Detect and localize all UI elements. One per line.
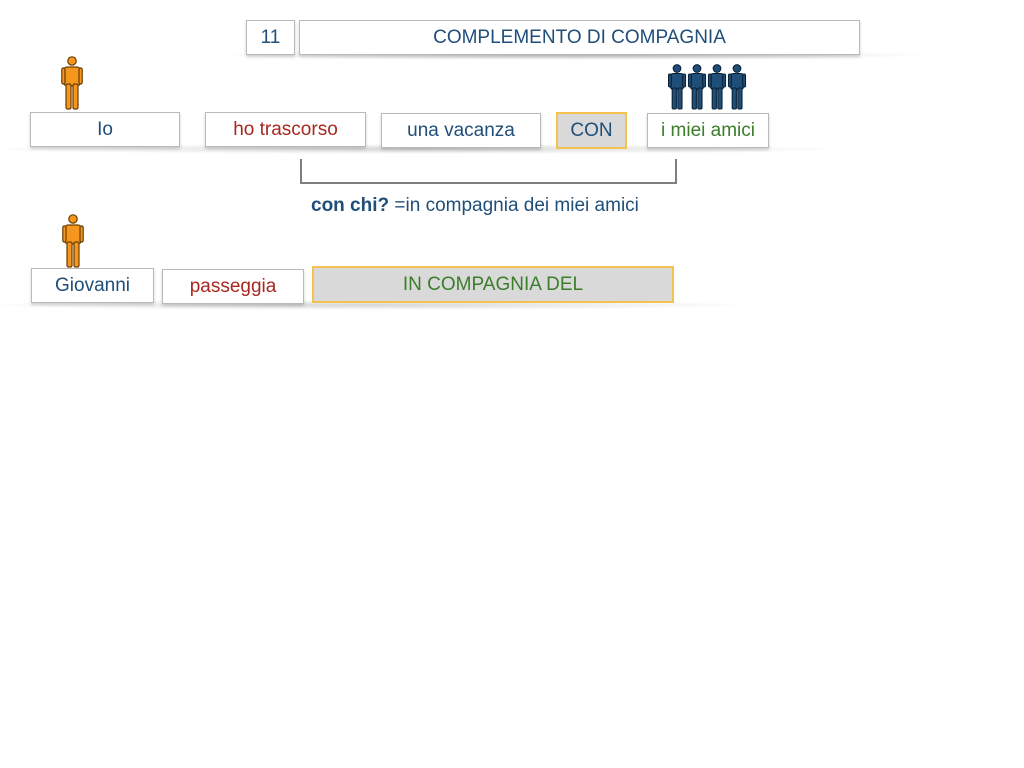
row1-shadow (0, 144, 830, 154)
row2-shadow (0, 300, 740, 310)
subject-box: Giovanni (31, 268, 154, 303)
preposition-box: CON (556, 112, 627, 149)
verb-box: passeggia (162, 269, 304, 304)
question-bold: con chi? (311, 195, 390, 216)
person-icon (61, 56, 83, 110)
question-answer: =in compagnia dei miei amici (394, 195, 639, 216)
header-shadow (230, 50, 920, 60)
preposition-box: IN COMPAGNIA DEL (312, 266, 674, 303)
bracket (300, 159, 677, 184)
complement-box: i miei amici (647, 113, 769, 148)
verb-box: ho trascorso (205, 112, 366, 147)
page-title: COMPLEMENTO DI COMPAGNIA (299, 20, 860, 55)
exercise-number: 11 (246, 20, 295, 55)
person-icon (62, 214, 84, 268)
question-line: con chi? =in compagnia dei miei amici (311, 195, 639, 217)
subject-box: Io (30, 112, 180, 147)
object-box: una vacanza (381, 113, 541, 148)
group-of-people-icon (668, 64, 747, 110)
